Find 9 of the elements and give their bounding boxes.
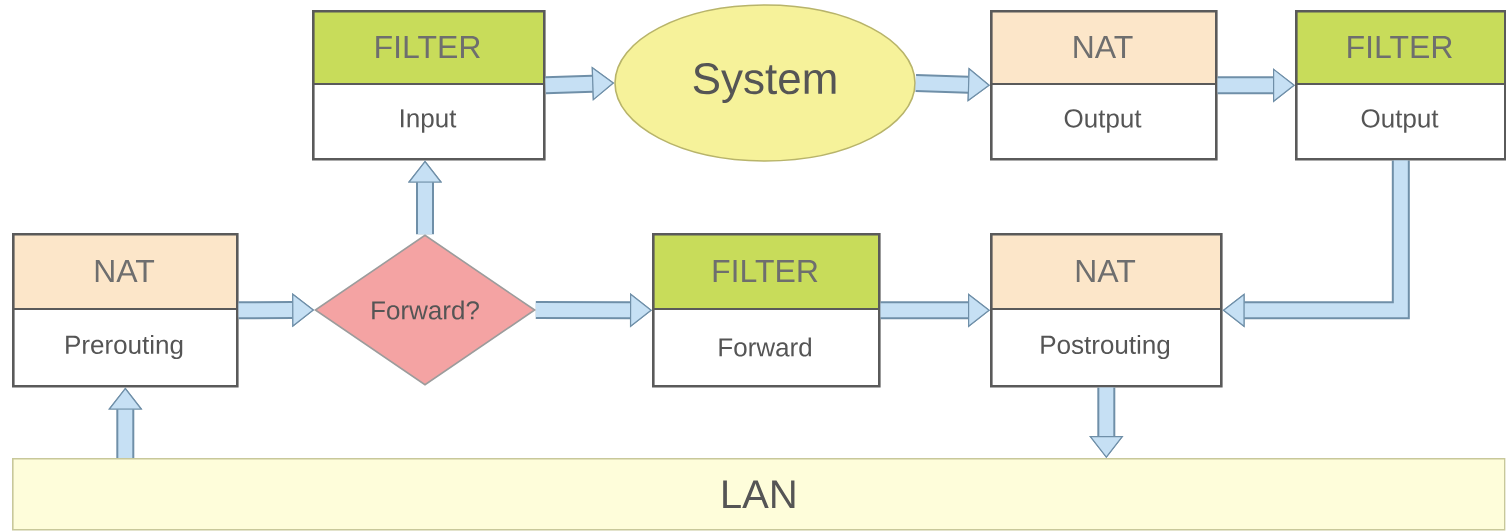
filter-box: FILTER Forward bbox=[652, 233, 881, 388]
filter-box: FILTER Input bbox=[312, 10, 546, 161]
network-band: LAN bbox=[12, 458, 1506, 531]
nat-box: NAT Prerouting bbox=[12, 233, 239, 388]
filter-box: FILTER Output bbox=[1295, 10, 1506, 161]
nat-box: NAT Postrouting bbox=[990, 233, 1223, 388]
arrow bbox=[915, 67, 990, 102]
nat-box: NAT Output bbox=[990, 10, 1218, 161]
arrow bbox=[1089, 387, 1124, 458]
